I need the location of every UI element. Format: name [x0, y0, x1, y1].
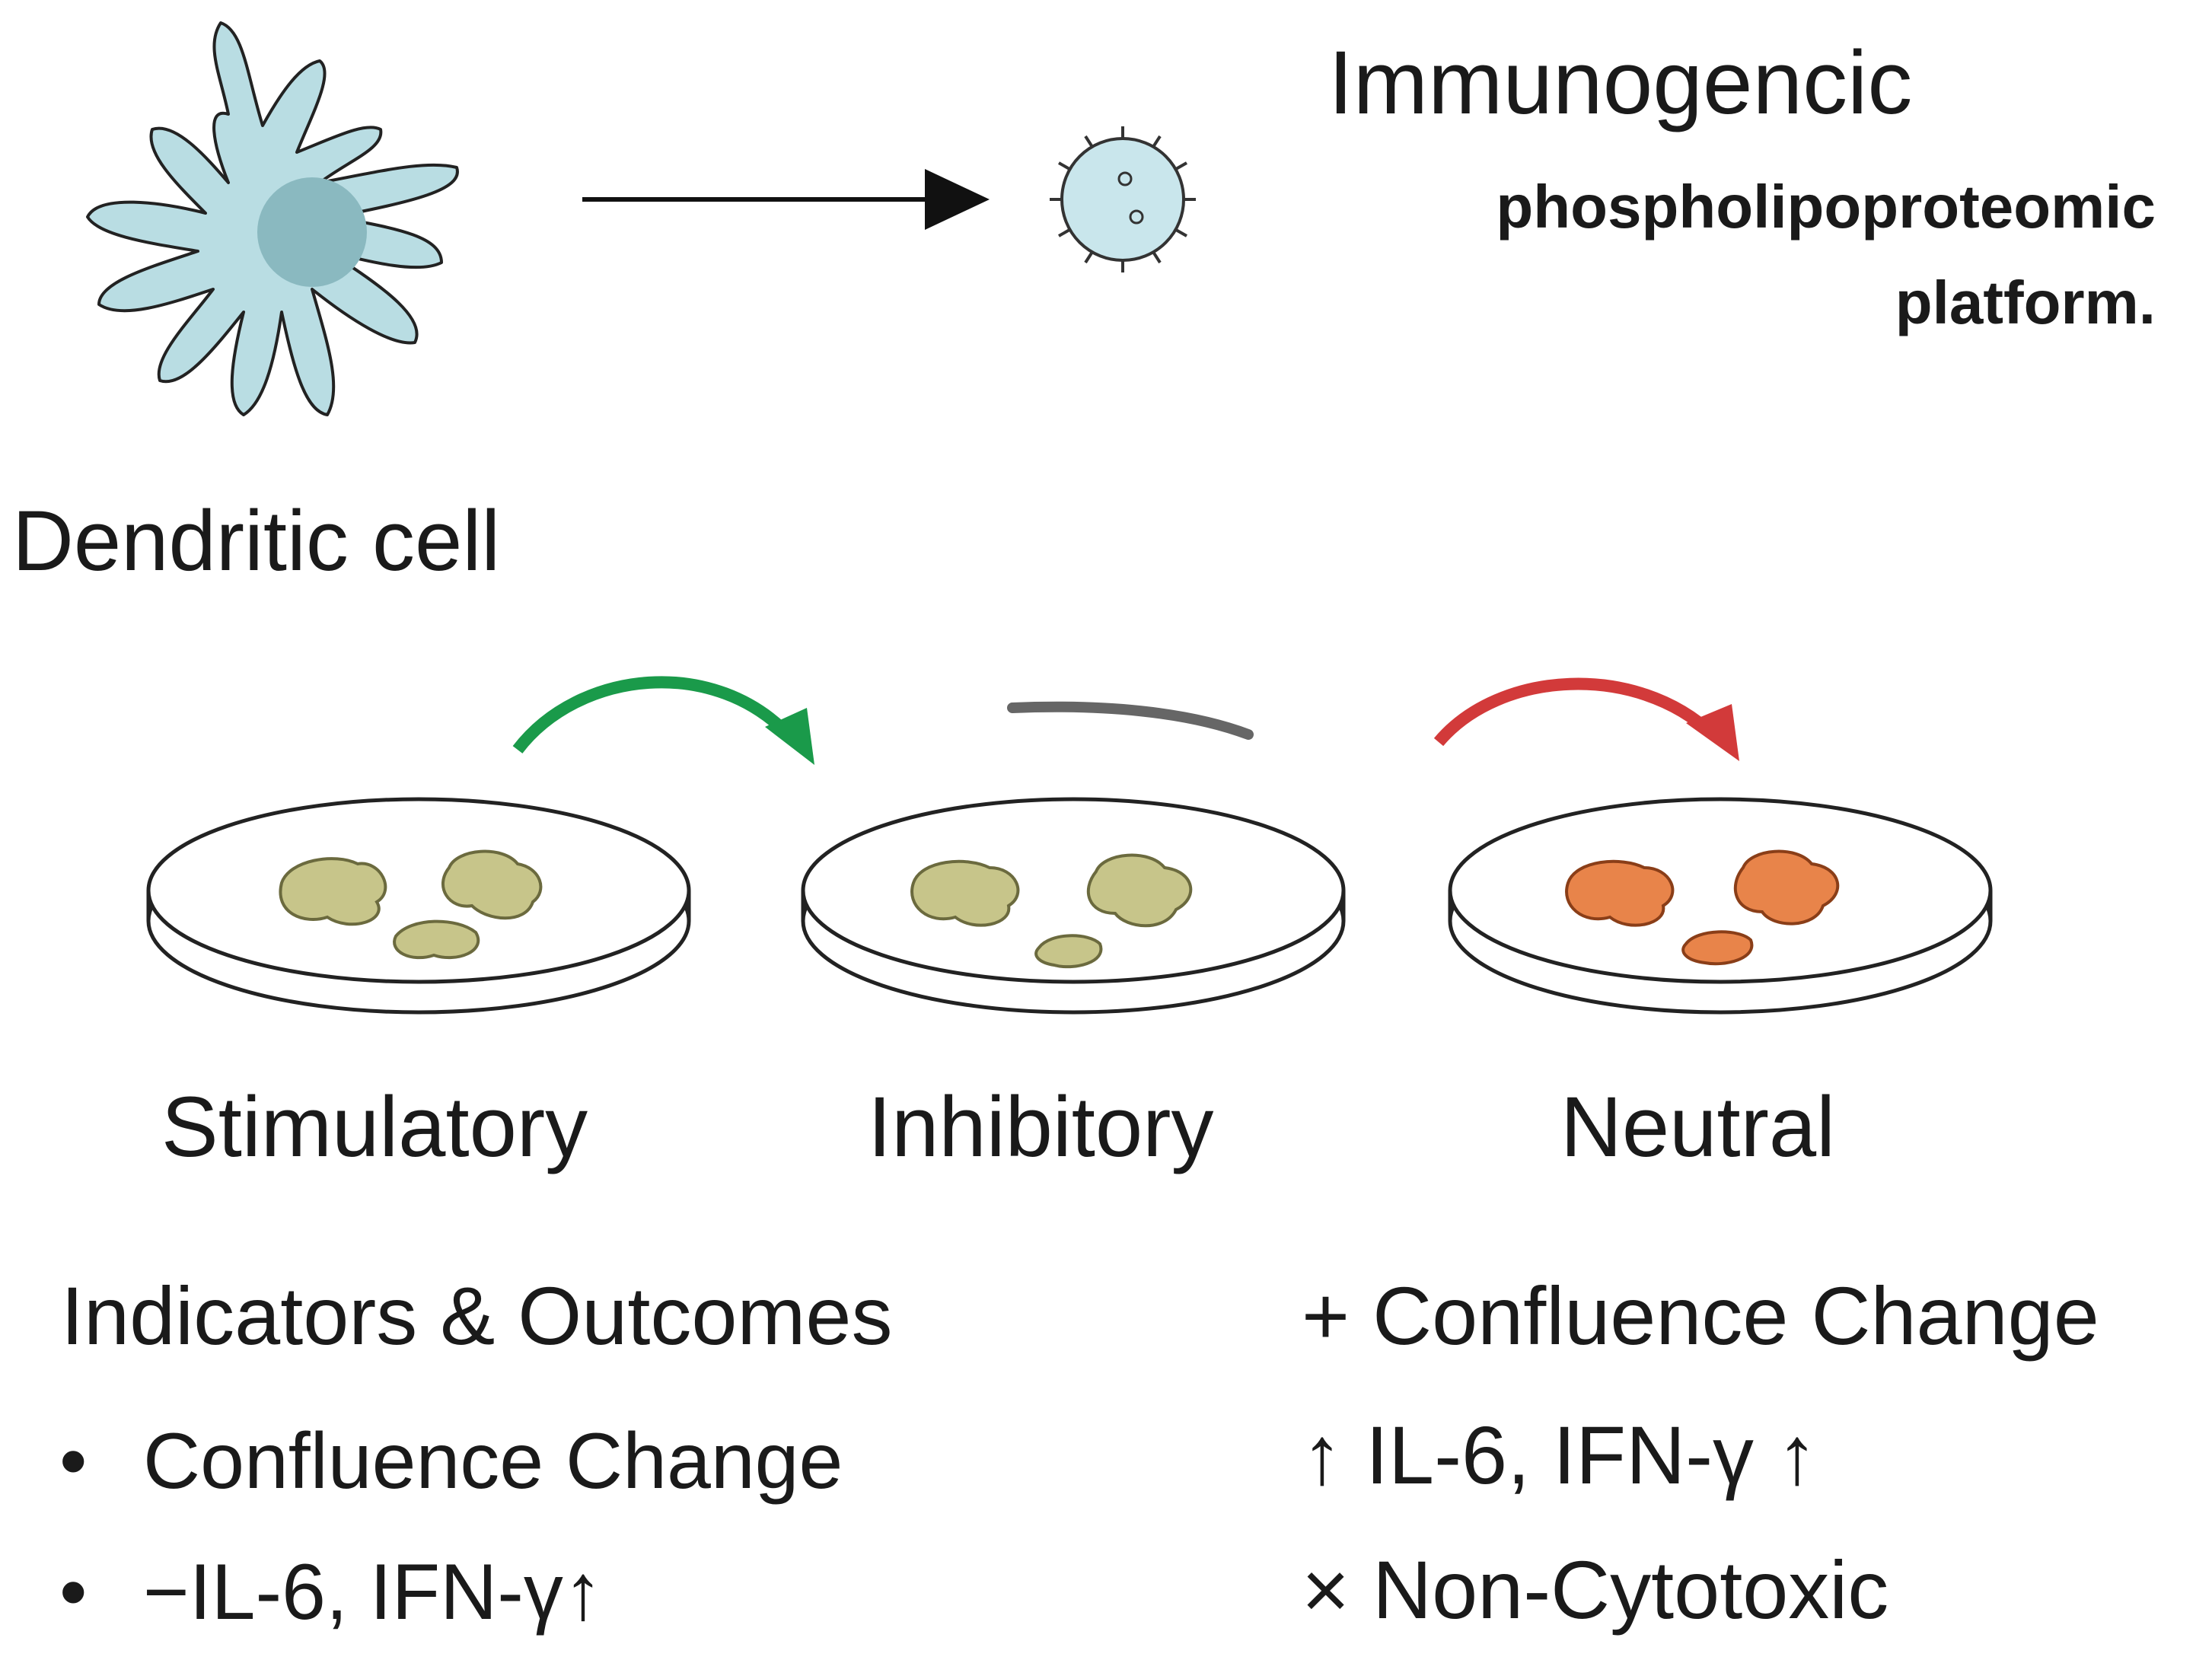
- bullet-dot-icon: •: [59, 1548, 88, 1636]
- dendritic-cell-icon: [86, 21, 459, 416]
- process-arrowhead: [925, 169, 990, 230]
- petri-dish-neutral: [1448, 797, 1993, 1015]
- petri-dish-stimulatory: [146, 797, 691, 1015]
- neutral-arrowhead: [1686, 704, 1739, 761]
- bullet-item: •−IL-6, IFN-γ↑: [59, 1553, 603, 1632]
- stimulatory-arrowhead: [765, 708, 814, 765]
- dish-label-neutral: Neutral: [1560, 1079, 1836, 1174]
- outcome-item: × Non-Cytotoxic: [1302, 1544, 1889, 1636]
- stimulatory-arrow: [512, 676, 796, 754]
- petri-dish-inhibitory: [801, 797, 1346, 1015]
- outcome-item: + Confluence Change: [1302, 1270, 2099, 1362]
- bullet-text: −IL-6, IFN-γ↑: [143, 1548, 603, 1636]
- dish-label-inhibitory: Inhibitory: [868, 1079, 1214, 1174]
- title-line-1: Immunogencic: [1328, 33, 1913, 133]
- bullet-dot-icon: •: [59, 1417, 88, 1505]
- bullet-item: •Confluence Change: [59, 1422, 843, 1501]
- bullet-text: Confluence Change: [143, 1417, 843, 1505]
- indicators-title: Indicators & Outcomes: [61, 1270, 893, 1362]
- dendritic-cell-label: Dendritic cell: [12, 493, 501, 588]
- outcome-item: ↑ IL-6, IFN-γ ↑: [1302, 1409, 1818, 1501]
- title-line-3: platform.: [1895, 269, 2156, 336]
- neutral-arrow: [1433, 677, 1717, 747]
- vesicle-icon: [1050, 126, 1196, 272]
- title-line-2: phospholipoproteomic: [1496, 173, 2156, 241]
- inhibitory-line: [1007, 701, 1254, 740]
- dish-label-stimulatory: Stimulatory: [161, 1079, 588, 1174]
